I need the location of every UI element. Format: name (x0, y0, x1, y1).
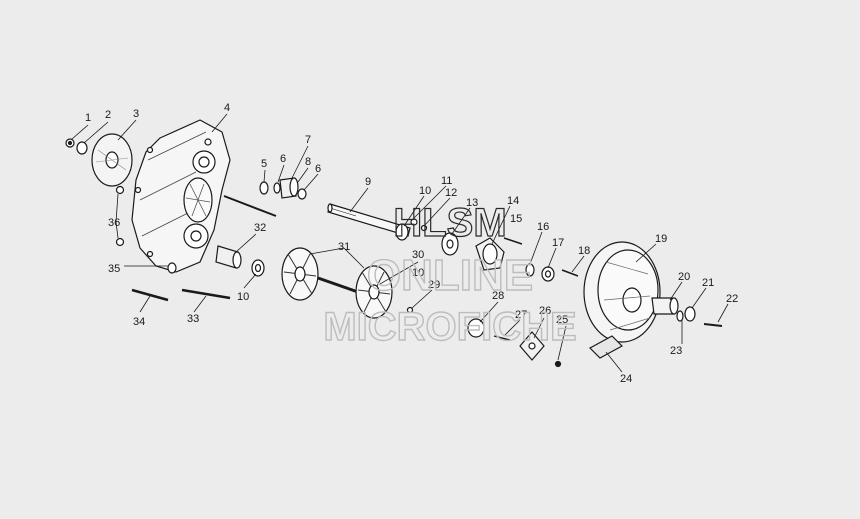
callout-31: 31 (338, 241, 350, 253)
part-28 (467, 318, 485, 338)
callout-13: 13 (466, 197, 478, 209)
callout-3: 3 (133, 108, 139, 120)
callout-10c: 10 (412, 267, 424, 279)
callout-15: 15 (510, 213, 522, 225)
callout-29: 29 (428, 279, 440, 291)
watermark-line-1: HLSM (393, 201, 506, 245)
part-bolt-15 (503, 237, 523, 245)
part-bolt-22 (703, 323, 723, 327)
part-washer-21 (684, 306, 696, 322)
watermark: HLSM ONLINE MICROFICHE (323, 200, 578, 349)
callout-28: 28 (492, 290, 504, 302)
part-35 (167, 262, 177, 274)
part-bolt-18 (561, 269, 579, 277)
part-bearing-housing-14 (475, 237, 505, 271)
callout-21: 21 (702, 277, 714, 289)
callout-12: 12 (445, 187, 457, 199)
callout-2: 2 (105, 109, 111, 121)
callout-32: 32 (254, 222, 266, 234)
callout-30: 30 (412, 249, 424, 261)
part-flange-13 (441, 232, 459, 256)
callout-1: 1 (85, 112, 91, 124)
callout-16: 16 (537, 221, 549, 233)
part-27 (493, 335, 511, 341)
callout-5: 5 (261, 158, 267, 170)
callout-34: 34 (133, 316, 145, 328)
callout-6: 6 (280, 153, 286, 165)
watermark-line-2: ONLINE (367, 251, 533, 300)
watermark-line-3: MICROFICHE (323, 305, 576, 349)
callout-36: 36 (108, 217, 120, 229)
callout-8: 8 (305, 156, 311, 168)
callout-14: 14 (507, 195, 519, 207)
part-disc-3 (91, 133, 133, 187)
part-bolt-upper (223, 195, 277, 217)
callout-7: 7 (305, 134, 311, 146)
callout-33: 33 (187, 313, 199, 325)
part-17 (541, 266, 555, 282)
part-bolt-33 (181, 288, 231, 300)
callout-18: 18 (578, 245, 590, 257)
callout-labels: 1 2 3 4 5 6 7 8 6 9 10 11 12 13 14 15 16… (85, 102, 738, 385)
callout-10: 10 (419, 185, 431, 197)
part-25 (554, 360, 562, 368)
callout-9: 9 (365, 176, 371, 188)
parts-illustration (65, 119, 723, 368)
part-bearing-7 (279, 177, 299, 199)
callout-27: 27 (515, 309, 527, 321)
part-ring-6b (297, 188, 307, 200)
callout-23: 23 (670, 345, 682, 357)
part-brake-pad-24 (589, 335, 623, 359)
callout-22: 22 (726, 293, 738, 305)
part-nut-1 (65, 138, 75, 148)
part-hub-20 (651, 297, 679, 315)
part-track-drivers-31 (281, 247, 393, 319)
callout-10b: 10 (237, 291, 249, 303)
part-nuts-36 (115, 185, 125, 247)
part-bolt-34 (131, 288, 169, 302)
part-chaincase-4 (131, 119, 231, 273)
part-washer-2 (76, 141, 88, 155)
callout-17: 17 (552, 237, 564, 249)
part-seal-5 (259, 181, 269, 195)
callout-35: 35 (108, 263, 120, 275)
part-washer-10 (251, 259, 265, 277)
part-ring-6 (273, 182, 281, 194)
callout-19: 19 (655, 233, 667, 245)
part-shaft-9 (327, 203, 411, 237)
callout-4: 4 (224, 102, 230, 114)
callout-25: 25 (556, 314, 568, 326)
leader-lines (71, 113, 729, 373)
callout-24: 24 (620, 373, 632, 385)
callout-26: 26 (539, 305, 551, 317)
part-bearing-32 (215, 245, 242, 269)
part-26 (519, 331, 545, 361)
part-brake-disc-19 (583, 241, 661, 343)
part-washer-23 (676, 310, 684, 322)
callout-6b: 6 (315, 163, 321, 175)
part-29 (406, 306, 414, 314)
callout-11: 11 (441, 175, 452, 187)
callout-20: 20 (678, 271, 690, 283)
